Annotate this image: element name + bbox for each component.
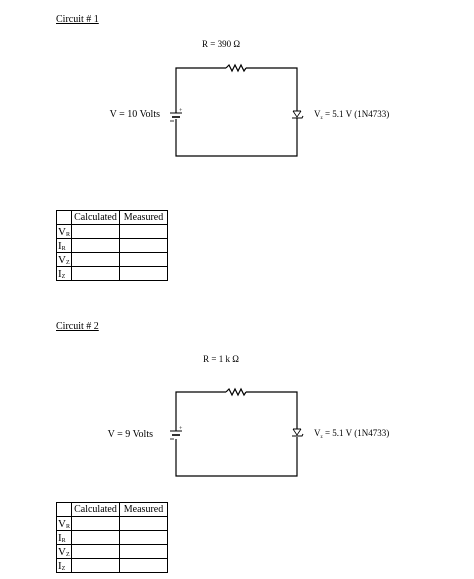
- circuit-2-top-wire-right: [246, 391, 298, 429]
- circuit-2-zener-value: = 5.1 V (1N4733): [323, 428, 390, 438]
- circuit-2-resistor-label: R = 1 k Ω: [203, 354, 239, 364]
- row-header-iz: IZ: [56, 266, 72, 281]
- row-subscript: Z: [65, 259, 70, 266]
- circuit-2-diagram: R = 1 k Ω + V = 9 Volts Vz = 5.1 V (1N47…: [108, 354, 389, 477]
- row-header-vr: VR: [56, 516, 72, 531]
- table-cell-measured[interactable]: [119, 558, 168, 573]
- table-cell-calculated[interactable]: [71, 224, 120, 239]
- circuit-2-bottom-wire: [175, 437, 298, 477]
- table-cell-calculated[interactable]: [71, 266, 120, 281]
- table-row: IR: [56, 238, 168, 253]
- row-subscript: Z: [61, 565, 66, 572]
- table-cell-calculated[interactable]: [71, 238, 120, 253]
- column-header-calculated: Calculated: [71, 210, 120, 225]
- row-header-ir: IR: [56, 238, 72, 253]
- table-cell-measured[interactable]: [119, 252, 168, 267]
- table-row: VZ: [56, 544, 168, 559]
- row-header-vz: VZ: [56, 252, 72, 267]
- circuit-1-source-label: V = 10 Volts: [110, 109, 160, 120]
- circuit-1-diagram: R = 390 Ω + V = 10 Volts Vz = 5.1 V (1N4…: [110, 39, 389, 157]
- table-cell-measured[interactable]: [119, 544, 168, 559]
- table-row: IZ: [56, 266, 168, 281]
- circuit-1-zener-value: = 5.1 V (1N4733): [323, 109, 390, 119]
- row-letter: I: [58, 239, 62, 252]
- circuit-1-resistor-label: R = 390 Ω: [202, 39, 240, 49]
- table-cell-measured[interactable]: [119, 530, 168, 545]
- row-subscript: Z: [65, 551, 70, 558]
- row-subscript: R: [65, 231, 70, 238]
- table-cell-calculated[interactable]: [71, 558, 120, 573]
- row-letter: I: [58, 267, 62, 280]
- table-corner-cell: [56, 210, 72, 225]
- circuit-2-top-wire-left: [175, 391, 226, 431]
- table-cell-calculated[interactable]: [71, 530, 120, 545]
- circuit-2-resistor-symbol: [225, 387, 247, 397]
- table-row: IZ: [56, 558, 168, 573]
- circuit-2-battery-symbol: +: [170, 426, 183, 440]
- column-header-measured: Measured: [119, 502, 168, 517]
- table-cell-calculated[interactable]: [71, 252, 120, 267]
- column-header-measured: Measured: [119, 210, 168, 225]
- circuit-2-zener-v: V: [314, 428, 321, 438]
- row-header-vz: VZ: [56, 544, 72, 559]
- row-letter: V: [58, 253, 66, 266]
- table-cell-measured[interactable]: [119, 266, 168, 281]
- row-letter: I: [58, 531, 62, 544]
- circuit-1-bottom-wire: [175, 118, 298, 157]
- circuit-1-resistor-symbol: [225, 63, 247, 73]
- circuit-2-zener-label: Vz = 5.1 V (1N4733): [314, 428, 389, 440]
- row-letter: V: [58, 225, 66, 238]
- circuit-1-zener-symbol: [292, 110, 304, 119]
- table-cell-measured[interactable]: [119, 224, 168, 239]
- table-header-row: Calculated Measured: [56, 502, 168, 517]
- row-header-ir: IR: [56, 530, 72, 545]
- circuit-1-title: Circuit # 1: [56, 14, 99, 25]
- circuit-1-zener-sub: z: [321, 116, 324, 121]
- circuit-1-zener-label: Vz = 5.1 V (1N4733): [314, 109, 389, 121]
- circuit-1-measurement-table: Calculated Measured VR IR VZ IZ: [56, 210, 168, 281]
- svg-text:+: +: [179, 108, 183, 114]
- table-row: IR: [56, 530, 168, 545]
- table-row: VR: [56, 516, 168, 531]
- row-header-iz: IZ: [56, 558, 72, 573]
- svg-text:+: +: [179, 426, 183, 432]
- circuit-2-title: Circuit # 2: [56, 321, 99, 332]
- table-row: VR: [56, 224, 168, 239]
- row-letter: I: [58, 559, 62, 572]
- circuit-1-zener-v: V: [314, 109, 321, 119]
- row-header-vr: VR: [56, 224, 72, 239]
- circuit-2-measurement-table: Calculated Measured VR IR VZ IZ: [56, 502, 168, 573]
- table-corner-cell: [56, 502, 72, 517]
- circuit-2-zener-sub: z: [321, 435, 324, 440]
- row-subscript: R: [65, 523, 70, 530]
- circuit-1-battery-symbol: +: [170, 108, 183, 122]
- row-letter: V: [58, 517, 66, 530]
- row-subscript: R: [61, 537, 66, 544]
- table-header-row: Calculated Measured: [56, 210, 168, 225]
- table-cell-calculated[interactable]: [71, 544, 120, 559]
- table-cell-measured[interactable]: [119, 238, 168, 253]
- circuit-1-top-wire-right: [246, 67, 298, 111]
- row-subscript: Z: [61, 273, 66, 280]
- circuit-2-zener-symbol: [292, 428, 304, 437]
- table-cell-measured[interactable]: [119, 516, 168, 531]
- table-row: VZ: [56, 252, 168, 267]
- circuit-1-top-wire-left: [175, 67, 226, 113]
- row-letter: V: [58, 545, 66, 558]
- row-subscript: R: [61, 245, 66, 252]
- column-header-calculated: Calculated: [71, 502, 120, 517]
- table-cell-calculated[interactable]: [71, 516, 120, 531]
- circuit-2-source-label: V = 9 Volts: [108, 429, 153, 440]
